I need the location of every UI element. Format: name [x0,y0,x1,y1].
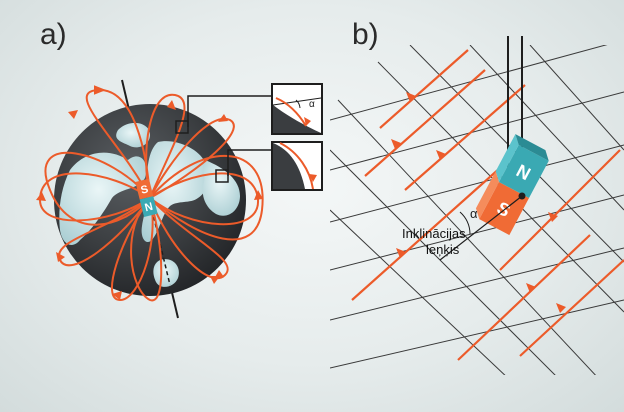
panel-a-label: a) [40,18,67,51]
magnet-south-half [479,182,530,236]
panel-b-group [330,45,624,375]
globe-magnet: S N [135,178,158,217]
inclination-label-line2: leņķis [426,242,460,257]
globe-magnet-north-label: N [144,201,155,215]
inset-connector-side [227,149,272,176]
magnet-pivot-dot [518,192,526,200]
inclination-arc [459,211,471,235]
field-arrowheads-a [36,100,263,300]
inclination-label-line1: Inklinācijas [402,226,466,241]
globe-magnet-south [135,178,154,200]
globe-magnet-south-label: S [140,183,150,196]
globe-magnet-north [139,196,158,217]
inset-angle-box: α [271,83,323,135]
panel-a-group: S N α [36,79,323,319]
field-lines-b [351,49,624,361]
inset-angle-label: α [309,99,315,110]
inset-connector-top [187,95,272,127]
perspective-grid [330,45,624,375]
inset-curve-box [271,141,323,191]
suspended-magnet: S N [475,134,549,236]
field-arrowheads-b [391,92,566,313]
magnet-north-half [498,144,549,198]
axis-dashed-segment [151,209,171,286]
panel-b-label: b) [352,18,379,51]
inclination-alpha: α [470,206,478,221]
magnet-axis-line [439,195,523,261]
